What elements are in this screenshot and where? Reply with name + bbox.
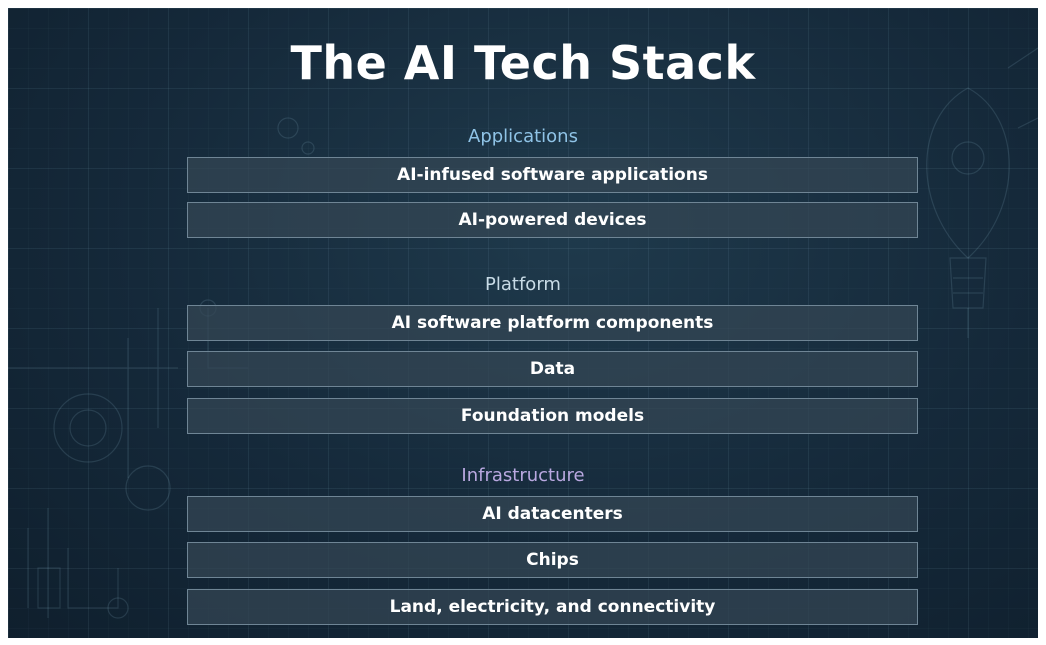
stack-layer-land-electricity-connectivity: Land, electricity, and connectivity [187,589,918,625]
stack-layer-chips: Chips [187,542,918,578]
stack-layer-ai-powered-devices: AI-powered devices [187,202,918,238]
stack-layer-ai-infused-software-applications: AI-infused software applications [187,157,918,193]
stack-layer-ai-software-platform-components: AI software platform components [187,305,918,341]
slide: The AI Tech Stack Applications AI-infuse… [8,8,1038,638]
stack-layer-data: Data [187,351,918,387]
blueprint-illustration [8,47,1038,619]
stack-layer-ai-datacenters: AI datacenters [187,496,918,532]
stack-layer-foundation-models: Foundation models [187,398,918,434]
section-label-infrastructure: Infrastructure [461,465,585,486]
section-label-platform: Platform [485,274,561,295]
page-title: The AI Tech Stack [290,36,756,90]
section-label-applications: Applications [468,126,578,147]
